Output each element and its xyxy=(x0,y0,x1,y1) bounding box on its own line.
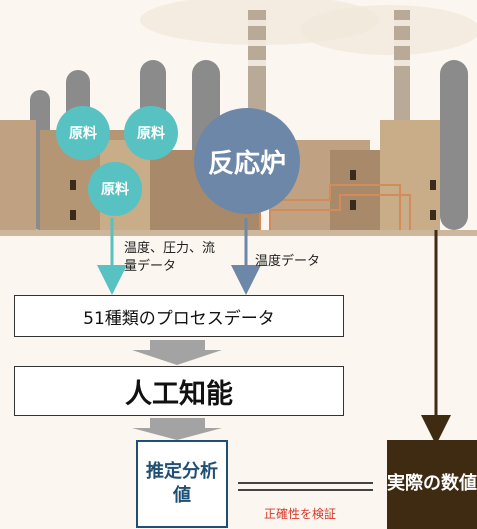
ai-box: 人工知能 xyxy=(14,366,344,416)
estimated-value-label: 推定分析値 xyxy=(146,460,218,506)
raw-material-bubble-1: 原料 xyxy=(56,106,110,160)
actual-value-box: 実際の数値 xyxy=(387,440,477,529)
process-data-label: 51種類のプロセスデータ xyxy=(83,308,275,329)
estimated-value-box: 推定分析値 xyxy=(136,440,228,528)
ai-to-estimate-chevron xyxy=(132,418,222,440)
verify-accuracy-label: 正確性を検証 xyxy=(264,507,337,521)
process-to-ai-chevron xyxy=(132,340,222,365)
flow-label-temperature: 温度データ xyxy=(255,254,321,269)
raw-material-bubble-3: 原料 xyxy=(88,162,142,216)
process-data-box: 51種類のプロセスデータ xyxy=(14,295,344,337)
actual-value-label: 実際の数値 xyxy=(387,473,477,495)
raw-material-label: 原料 xyxy=(101,182,129,198)
reactor-label: 反応炉 xyxy=(207,148,286,179)
raw-material-label: 原料 xyxy=(69,126,97,142)
raw-material-label: 原料 xyxy=(137,126,165,142)
ai-label: 人工知能 xyxy=(125,378,233,410)
raw-material-bubble-2: 原料 xyxy=(124,106,178,160)
reactor-bubble: 反応炉 xyxy=(194,108,300,214)
flow-label-temp-pressure-flow: 温度、圧力、流量データ xyxy=(124,241,216,274)
